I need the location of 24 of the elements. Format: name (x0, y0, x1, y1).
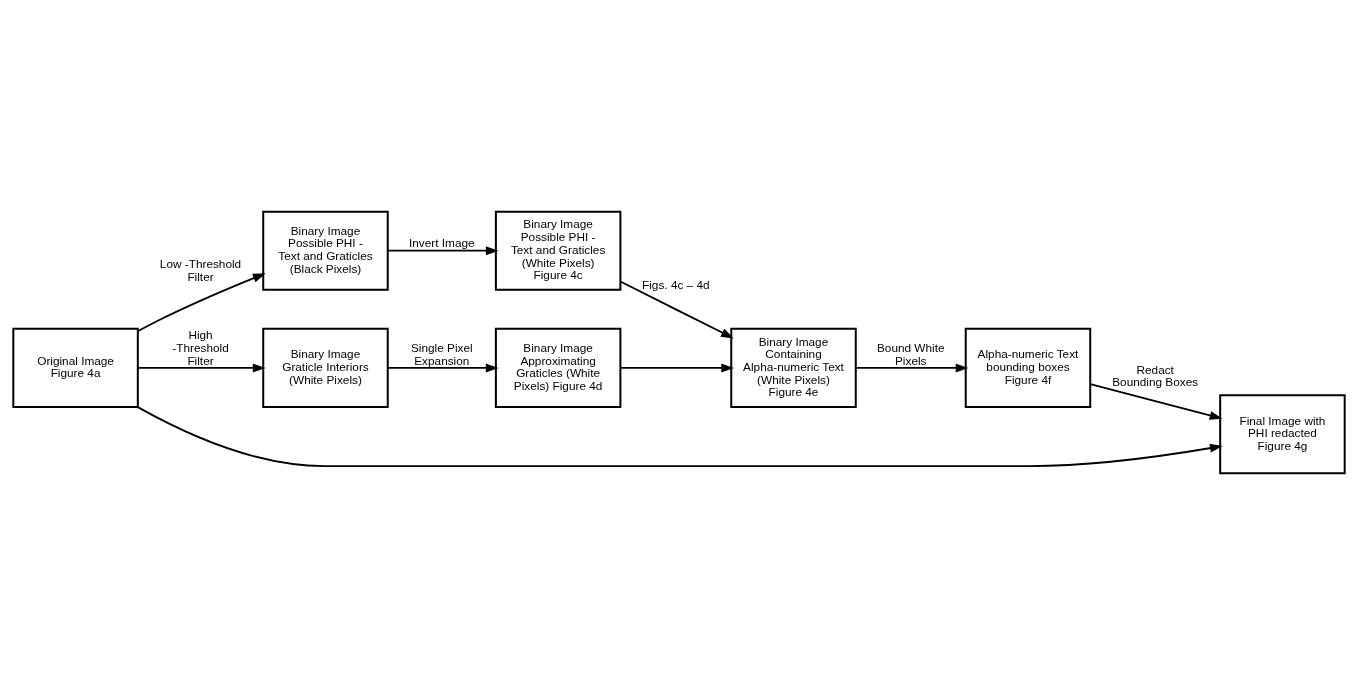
node-box: Original Image Figure 4a (12, 327, 139, 408)
node-box: Binary Image Graticle Interiors (White Pixels) (262, 327, 389, 408)
arrow (854, 363, 969, 372)
edge-label: Single Pixel Expansion (410, 340, 473, 368)
arrow (619, 280, 734, 338)
arrow (137, 272, 266, 332)
node-box: Binary Image Containing Alpha-numeric Text (White Pixels) Figure 4e (730, 327, 857, 408)
node-box: Binary Image Possible PHI - Text and Graticles (Black Pixels) (262, 210, 389, 291)
arrow (136, 405, 1223, 467)
edge-label: High -Threshold Filter (172, 327, 229, 368)
edge-label: Low -Threshold Filter (159, 256, 242, 284)
arrow (137, 363, 266, 372)
node-box: Binary Image Approximating Graticles (White Pixels) Figure 4d (494, 327, 622, 408)
edge-label: Bound White Pixels (876, 340, 945, 368)
arrow (1089, 382, 1223, 420)
edge-label: Redact Bounding Boxes (1112, 362, 1199, 389)
edge-label: Invert Image (409, 235, 475, 250)
arrow (619, 363, 734, 372)
arrow (387, 363, 499, 372)
node-box: Final Image with PHI redacted Figure 4g (1219, 393, 1346, 474)
node-box: Binary Image Possible PHI - Text and Graticles (White Pixels) Figure 4c (494, 210, 622, 291)
arrow (387, 245, 499, 255)
edge-label: Figs. 4c – 4d (642, 277, 710, 292)
node-box: Alpha-numeric Text bounding boxes Figure 4f (964, 327, 1092, 408)
